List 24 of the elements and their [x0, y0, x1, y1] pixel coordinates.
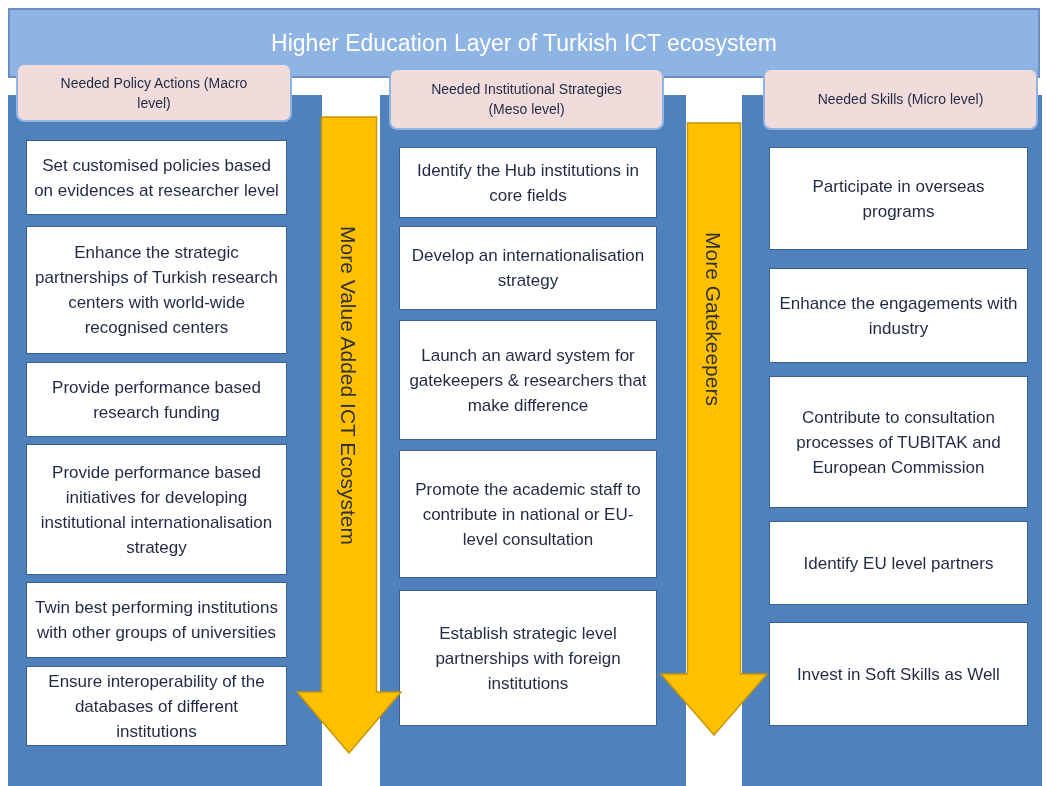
action-box: Invest in Soft Skills as Well: [769, 622, 1028, 726]
action-box: Identify EU level partners: [769, 521, 1028, 605]
action-box: Enhance the engagements with industry: [769, 268, 1028, 363]
action-box: Develop an internationalisation strategy: [399, 226, 657, 310]
action-box: Identify the Hub institutions in core fields: [399, 147, 657, 218]
column-header: Needed Policy Actions (Macro level): [16, 63, 292, 122]
action-box: Contribute to consultation processes of TUBITAK and European Commission: [769, 376, 1028, 508]
action-box: Promote the academic staff to contribute in national or EU-level consultation: [399, 450, 657, 578]
action-box: Launch an award system for gatekeepers & researchers that make difference: [399, 320, 657, 440]
column-panel: [8, 63, 322, 786]
action-box: Enhance the strategic partnerships of Turkish research centers with world-wide recognised centers: [26, 226, 287, 354]
action-box: Provide performance based research funding: [26, 362, 287, 437]
column-panel: [380, 68, 686, 786]
action-box: Ensure interoperability of the databases of different institutions: [26, 666, 287, 746]
column-header: Needed Institutional Strategies (Meso level): [389, 68, 664, 130]
action-box: Provide performance based initiatives for developing institutional internationalisation strategy: [26, 444, 287, 575]
column-panel: [742, 68, 1042, 786]
arrow-label: More Value Added ICT Ecosystem: [336, 226, 360, 546]
action-box: Establish strategic level partnerships with foreign institutions: [399, 590, 657, 726]
action-box: Participate in overseas programs: [769, 147, 1028, 250]
column-header: Needed Skills (Micro level): [763, 68, 1038, 130]
action-box: Twin best performing institutions with other groups of universities: [26, 582, 287, 658]
action-box: Set customised policies based on evidences at researcher level: [26, 140, 287, 215]
arrow-label: More Gatekeepers: [701, 232, 725, 406]
